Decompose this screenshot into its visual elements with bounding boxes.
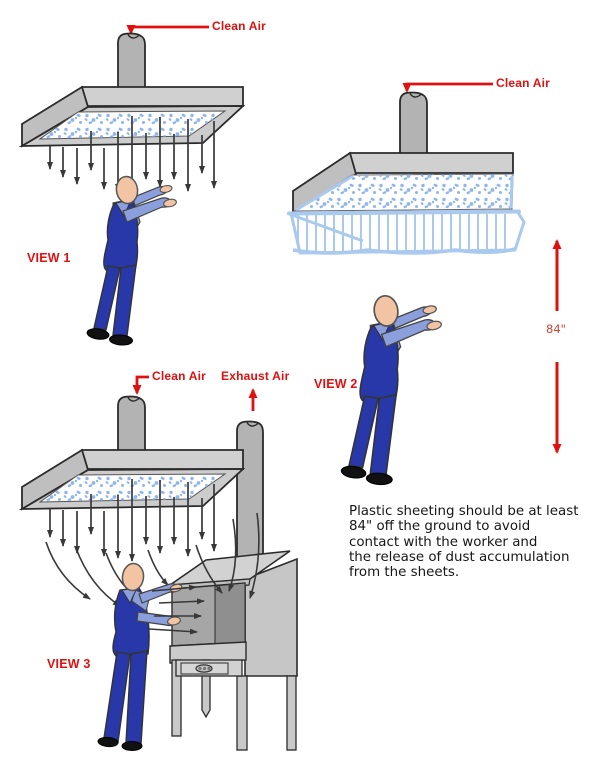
view2-plastic-sheeting xyxy=(287,209,526,255)
view3-exhaust-air-label: Exhaust Air xyxy=(221,369,290,383)
view1-label: VIEW 1 xyxy=(27,251,71,265)
view1-worker xyxy=(85,174,178,347)
view3-supply-duct xyxy=(117,395,146,455)
plastic-sheeting-note: Plastic sheeting should be at least 84" … xyxy=(349,504,589,580)
note-line: Plastic sheeting should be at least xyxy=(349,504,579,519)
note-line: from the sheets. xyxy=(349,565,460,581)
view2-label: VIEW 2 xyxy=(314,377,358,391)
note-line: contact with the worker and xyxy=(349,534,538,550)
view3-airflow-arrows-into-booth xyxy=(148,584,205,635)
view2-clean-air-leader-arrow xyxy=(402,82,493,93)
view3-label: VIEW 3 xyxy=(47,657,91,671)
view3-clean-air-leader-arrow xyxy=(132,375,149,395)
view3-airflow-arrows-curved xyxy=(45,512,260,607)
note-line: 84" off the ground to avoid xyxy=(349,519,531,535)
note-line: the release of dust accumulation xyxy=(349,549,570,565)
view2-clean-air-hood xyxy=(292,151,514,215)
height-dimension-label: 84" xyxy=(546,322,566,336)
view1-airflow-arrows xyxy=(47,116,217,194)
view3-clean-air-label: Clean Air xyxy=(152,369,207,383)
exhaust-booth xyxy=(167,550,298,751)
view1-clean-air-label: Clean Air xyxy=(212,19,267,33)
view2-supply-duct xyxy=(399,91,428,158)
view1-supply-duct xyxy=(117,32,146,92)
view2-clean-air-label: Clean Air xyxy=(496,76,551,90)
view3-airflow-arrows-down xyxy=(47,479,217,562)
view3-worker xyxy=(97,562,183,751)
view1-clean-air-leader-arrow xyxy=(126,25,209,35)
